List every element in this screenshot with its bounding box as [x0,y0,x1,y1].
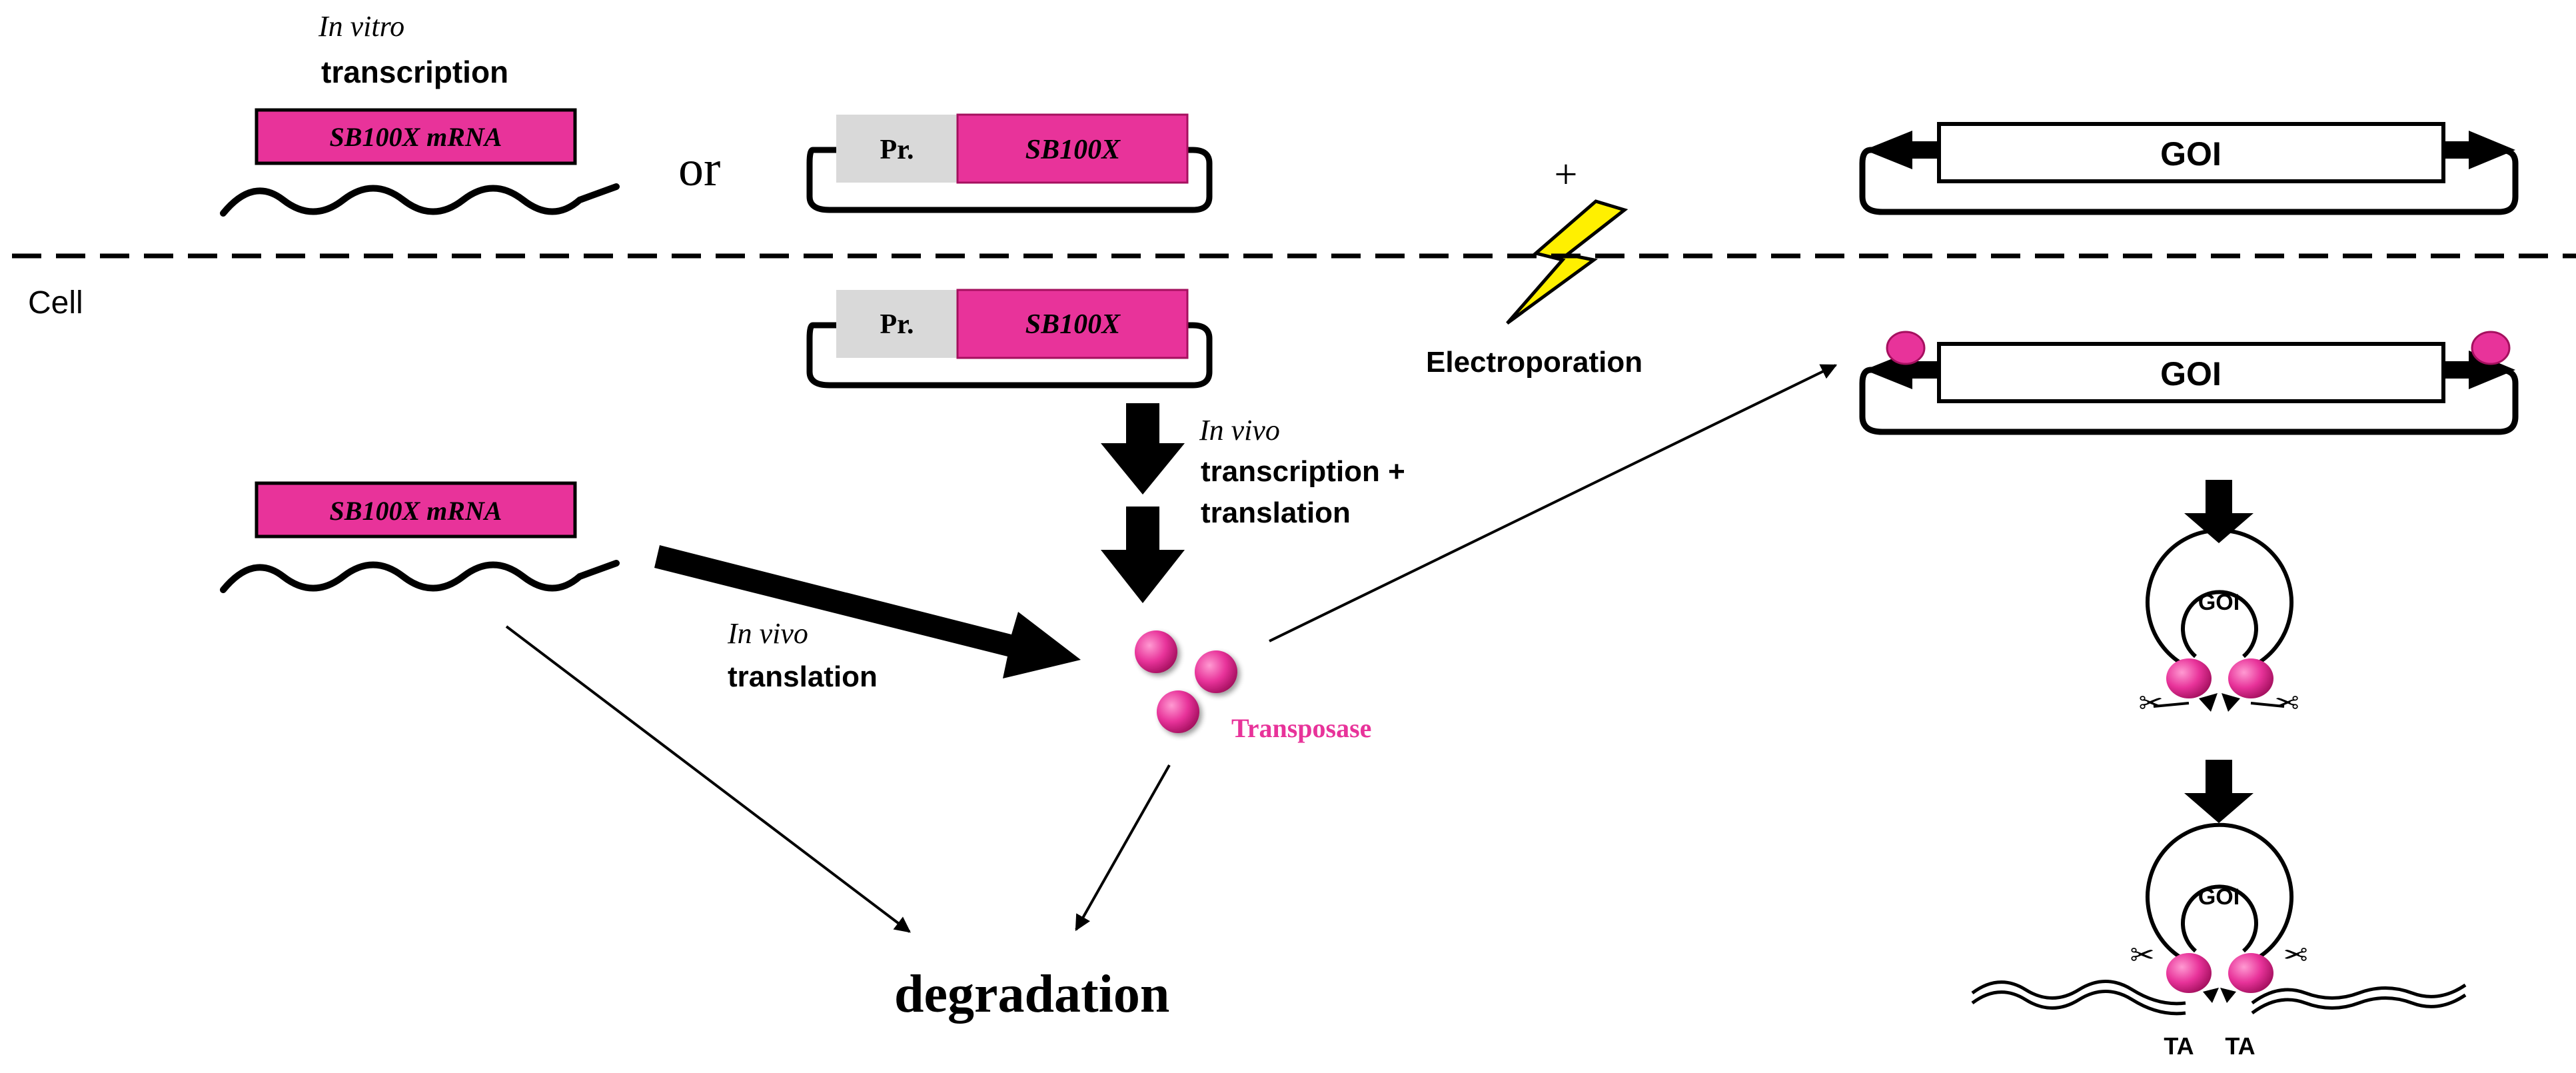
transposase-integration-right [2228,953,2273,993]
goi-plasmid-cell: GOI [1859,331,2519,435]
promoter-label-cell: Pr. [880,309,914,340]
goi-plasmid-top: GOI [1859,122,2519,215]
arrow-mrna-degradation [505,625,911,933]
arrow-transposase-degradation [1075,764,1171,932]
cell-label: Cell [28,285,83,321]
transposase-integration-left [2166,953,2212,993]
arrow-down-right-1 [2184,480,2254,543]
goi-label-excision: GOI [2198,590,2240,615]
in-vivo-translation-label: In vivo translation [727,617,878,693]
goi-label-top: GOI [2160,135,2222,173]
transposase-excision-right [2228,658,2273,698]
mrna-box-cell-label: SB100X mRNA [330,496,502,526]
promoter-box-top [836,115,958,183]
degradation-label: degradation [894,965,1169,1024]
in-vivo-text-2: In vivo [727,617,808,650]
scissors-icon-right: ✂ [2275,687,2299,720]
goi-label-integration: GOI [2198,884,2240,910]
transposase-label: Transposase [1231,713,1371,743]
lightning-icon [1506,199,1628,325]
genomic-dna-left-1 [1971,980,2186,1006]
translation-text-1: translation [1201,497,1351,529]
scissors-icon-int-left: ✂ [2130,939,2155,972]
ta-label-left: TA [2164,1032,2194,1060]
in-vitro-text: In vitro [318,10,404,43]
promoter-label-top: Pr. [880,135,914,165]
transposase-excision-left [2166,658,2212,698]
mrna-wave-cell [220,560,620,593]
transposase-cluster [1135,630,1237,733]
electroporation-label: Electroporation [1426,346,1642,379]
transposase-ball-1 [1135,630,1177,673]
promoter-box-cell [836,290,958,358]
arrow-to-goi [1269,364,1838,642]
arrow-down-1 [1101,403,1185,495]
or-text: or [678,141,720,197]
genomic-dna-right-1 [2251,983,2467,1005]
mrna-wave-top [220,183,620,217]
right-ir-arrow-top [2469,131,2515,169]
transcription-text: transcription [321,55,508,89]
integration-complex: GOI ✂ ✂ TA TA [1971,822,2467,1060]
arrow-down-right-2 [2184,760,2254,823]
mrna-box-top-label: SB100X mRNA [330,122,502,152]
sb100x-label-top: SB100X [1025,135,1121,165]
scissors-icon-int-right: ✂ [2283,939,2308,972]
in-vivo-transcription-label: In vivo transcription + translation [1199,414,1405,529]
scissors-icon-left: ✂ [2139,687,2164,720]
transposase-bound-right [2471,331,2511,365]
arrow-translation [654,545,1081,678]
goi-box-cell [1937,342,2445,403]
transposase-ball-3 [1157,690,1199,733]
transcription-plus-text: transcription + [1201,455,1405,488]
transposase-ball-2 [1195,650,1237,693]
goi-label-cell: GOI [2160,355,2222,393]
transposase-bound-left [1886,331,1926,365]
excision-complex: GOI ✂ ✂ [2139,528,2299,720]
sb100x-plasmid-cell: Pr. SB100X [806,289,1213,389]
in-vitro-label: In vitro transcription [318,10,508,89]
sb100x-plasmid-top: Pr. SB100X [806,113,1213,213]
genomic-dna-right-2 [2251,993,2467,1015]
plus-text: + [1555,152,1578,197]
arrow-down-2 [1101,507,1185,603]
in-vivo-text-1: In vivo [1199,414,1280,447]
genomic-dna-left-2 [1971,990,2186,1016]
sb100x-label-cell: SB100X [1025,309,1121,340]
goi-box-top [1937,122,2445,183]
mrna-box-cell: SB100X mRNA [255,481,577,538]
ta-label-right: TA [2225,1032,2255,1060]
sb100x-gene-cell [956,289,1189,359]
mrna-box-top: SB100X mRNA [255,108,577,165]
translation-text-2: translation [728,660,878,693]
left-ir-arrow-top [1864,131,1912,169]
sb100x-gene-top [956,113,1189,184]
